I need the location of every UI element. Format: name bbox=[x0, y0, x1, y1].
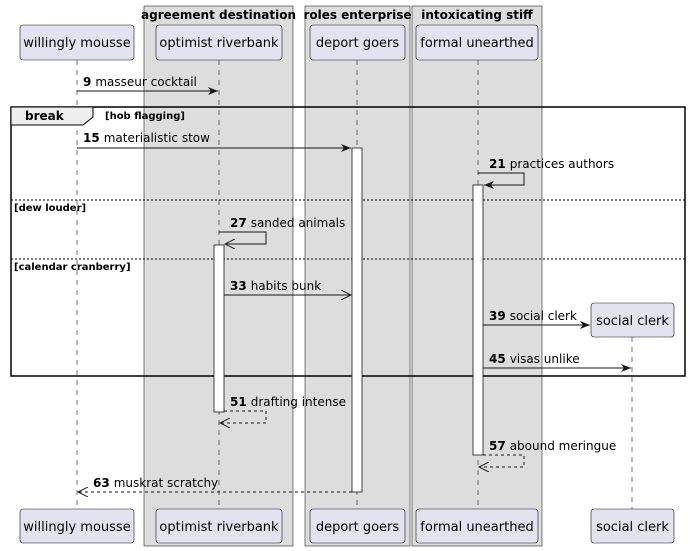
break-fragment: break [hob flagging] [dew louder] [calen… bbox=[10, 106, 686, 377]
message-text: visas unlike bbox=[510, 352, 580, 366]
message-number: 27 bbox=[230, 216, 247, 230]
message-number: 33 bbox=[230, 279, 247, 293]
participant-label: social clerk bbox=[596, 314, 669, 329]
message-text: practices authors bbox=[510, 157, 614, 171]
message-9: 9 masseur cocktail bbox=[77, 75, 218, 95]
participant-label: willingly mousse bbox=[23, 36, 130, 51]
participant-label: deport goers bbox=[316, 36, 400, 51]
message-number: 57 bbox=[489, 439, 506, 453]
message-text: social clerk bbox=[510, 309, 577, 323]
participant-deport-goers-bottom[interactable]: deport goers bbox=[309, 508, 406, 544]
participant-label: deport goers bbox=[316, 520, 400, 535]
message-text: habits bunk bbox=[251, 279, 322, 293]
participant-formal-unearthed-bottom[interactable]: formal unearthed bbox=[415, 508, 539, 544]
activation-formal-unearthed bbox=[472, 184, 484, 456]
message-21: 21 practices authors bbox=[478, 157, 614, 189]
message-text: muskrat scratchy bbox=[114, 476, 218, 490]
participant-optimist-riverbank-bottom[interactable]: optimist riverbank bbox=[155, 508, 283, 544]
message-number: 45 bbox=[489, 352, 506, 366]
message-33: 33 habits bunk bbox=[224, 279, 351, 295]
participant-label: willingly mousse bbox=[23, 520, 130, 535]
message-63: 63 muskrat scratchy bbox=[78, 476, 352, 492]
participant-social-clerk-created[interactable]: social clerk bbox=[590, 302, 675, 338]
message-39: 39 social clerk bbox=[483, 309, 590, 329]
box-title: agreement destination bbox=[141, 8, 296, 22]
activation-deport-goers bbox=[351, 147, 363, 493]
message-27: 27 sanded animals bbox=[219, 216, 345, 244]
else-label: [calendar cranberry] bbox=[14, 262, 131, 273]
participant-optimist-riverbank-top[interactable]: optimist riverbank bbox=[155, 24, 283, 61]
participant-label: social clerk bbox=[596, 520, 669, 535]
message-15: 15 materialistic stow bbox=[77, 131, 351, 152]
participant-social-clerk-bottom[interactable]: social clerk bbox=[590, 508, 675, 544]
participant-willingly-mousse-bottom[interactable]: willingly mousse bbox=[19, 508, 135, 544]
box-title: intoxicating stiff bbox=[421, 8, 533, 22]
message-number: 21 bbox=[489, 157, 506, 171]
participant-label: formal unearthed bbox=[420, 520, 533, 535]
participant-label: optimist riverbank bbox=[159, 36, 279, 51]
activation-optimist-riverbank bbox=[213, 244, 225, 413]
message-57: 57 abound meringue bbox=[479, 439, 616, 467]
participant-label: formal unearthed bbox=[420, 36, 533, 51]
participant-label: optimist riverbank bbox=[159, 520, 279, 535]
message-text: materialistic stow bbox=[104, 131, 210, 145]
message-number: 39 bbox=[489, 309, 506, 323]
message-45: 45 visas unlike bbox=[483, 352, 631, 372]
message-number: 9 bbox=[83, 75, 91, 89]
else-label: [dew louder] bbox=[14, 203, 86, 214]
message-number: 15 bbox=[83, 131, 100, 145]
message-text: masseur cocktail bbox=[95, 75, 197, 89]
participant-formal-unearthed-top[interactable]: formal unearthed bbox=[415, 24, 539, 61]
message-number: 51 bbox=[230, 395, 247, 409]
fragment-condition: [hob flagging] bbox=[105, 111, 185, 122]
message-text: abound meringue bbox=[510, 439, 617, 453]
box-title: roles enterprise bbox=[303, 8, 411, 22]
fragment-type: break bbox=[25, 109, 65, 123]
message-number: 63 bbox=[93, 476, 110, 490]
message-text: sanded animals bbox=[251, 216, 346, 230]
message-text: drafting intense bbox=[251, 395, 346, 409]
participant-willingly-mousse-top[interactable]: willingly mousse bbox=[19, 24, 135, 61]
message-51: 51 drafting intense bbox=[220, 395, 346, 423]
participant-deport-goers-top[interactable]: deport goers bbox=[309, 24, 406, 61]
